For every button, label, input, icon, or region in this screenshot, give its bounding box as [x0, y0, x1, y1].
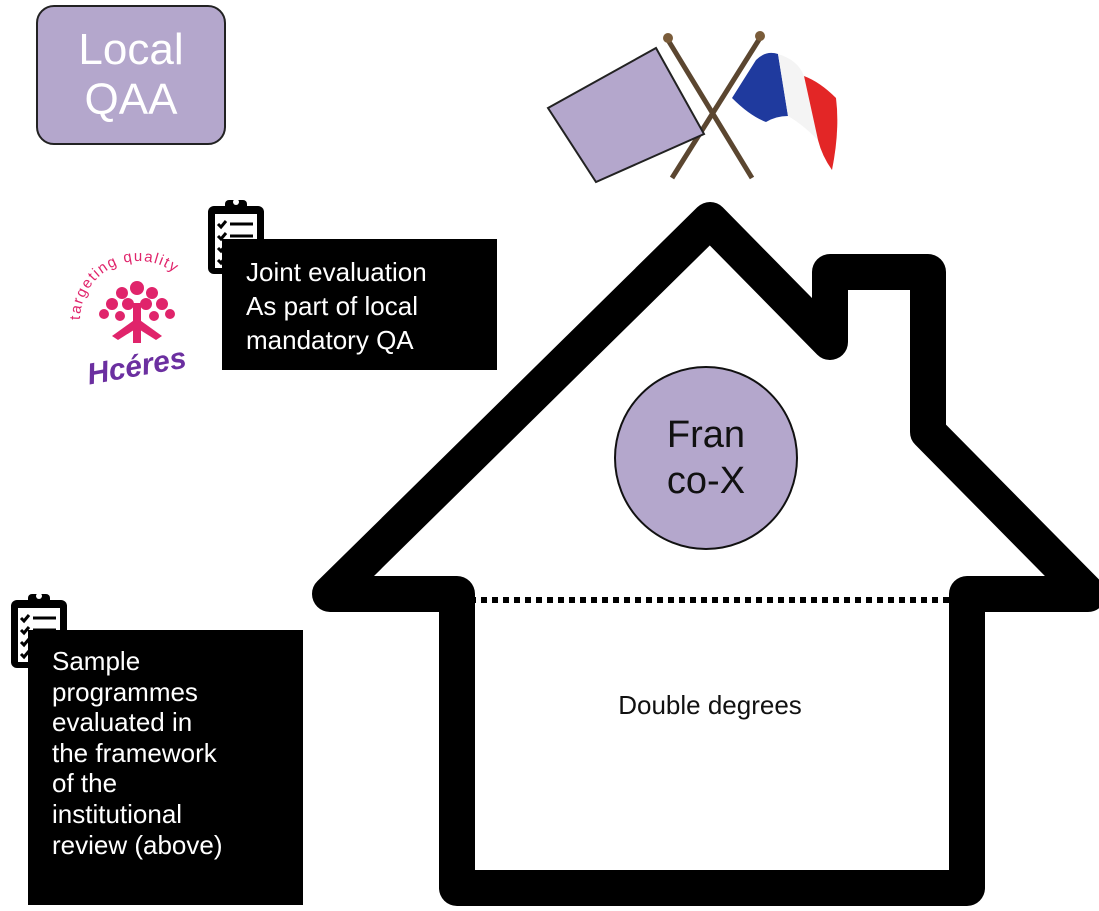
sample-programmes-box: Sample programmes evaluated in the frame… — [28, 630, 303, 905]
sample-programmes-line: evaluated in — [52, 707, 193, 738]
sample-programmes-line: the framework — [52, 737, 217, 768]
franco-x-line1: Fran — [666, 414, 746, 456]
sample-programmes-line: institutional — [52, 798, 183, 829]
double-degrees-label: Double degrees — [618, 690, 802, 720]
franco-x-line2: co-X — [666, 460, 746, 502]
tree-logo-icon — [99, 281, 175, 343]
sample-programmes-line: Sample — [52, 646, 141, 676]
sample-programmes-line: review (above) — [52, 829, 223, 860]
joint-evaluation-line: As part of local — [246, 291, 418, 321]
local-qaa-box: Local QAA — [36, 5, 226, 145]
house-outline — [312, 202, 1099, 906]
sample-programmes-line: programmes — [52, 676, 198, 707]
joint-evaluation-box: Joint evaluation As part of local mandat… — [222, 239, 497, 370]
franco-x-circle: Fran co-X — [614, 366, 798, 550]
svg-text:targeting quality: targeting quality — [67, 248, 183, 320]
logo-name: Hcéres — [85, 342, 189, 388]
sample-programmes-line: of the — [52, 768, 118, 799]
logo-tagline: targeting quality — [67, 248, 181, 320]
local-qaa-line2: QAA — [84, 75, 178, 124]
joint-evaluation-line: Joint evaluation — [246, 257, 427, 287]
joint-evaluation-line: mandatory QA — [246, 325, 414, 355]
hceres-logo: targeting quality Hcéres — [67, 248, 189, 388]
crossed-flags-icon — [546, 31, 838, 184]
local-qaa-line1: Local — [78, 25, 184, 74]
